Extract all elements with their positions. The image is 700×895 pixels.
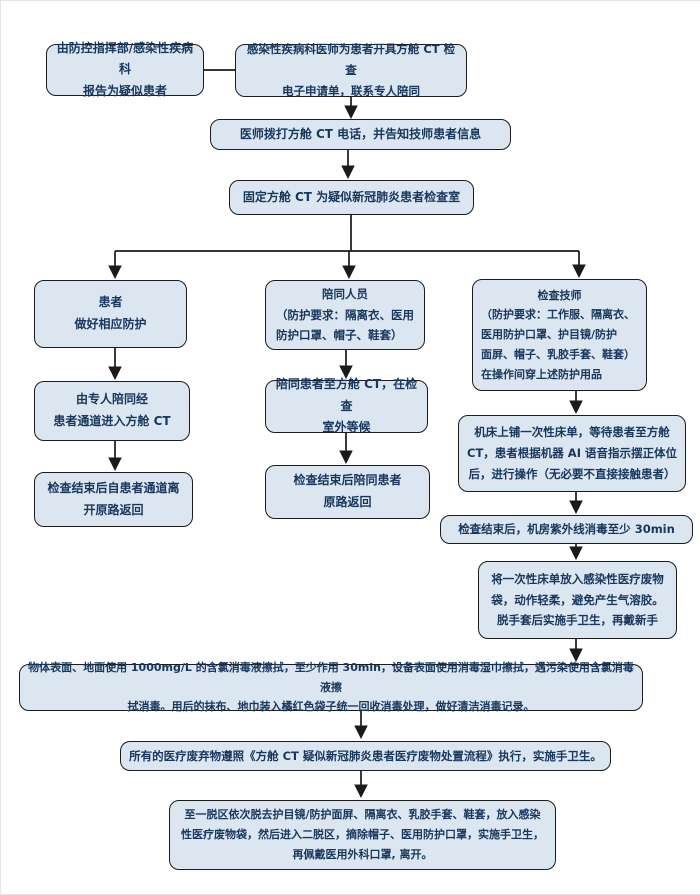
flow-box-patient-role: 患者 做好相应防护 <box>34 280 187 348</box>
flow-box-tech-operate: 机床上铺一次性床单，等待患者至方舱 CT，患者根据机器 AI 语音指示摆正体位 … <box>458 415 686 492</box>
box-text: 感染性疾病科医师为患者开具方舱 CT 检查 电子申请单，联系专人陪同 <box>246 42 456 98</box>
flow-box-report-suspected: 由防控指挥部/感染性疾病科 报告为疑似患者 <box>46 41 204 98</box>
box-text: 陪同患者至方舱 CT，在检查 室外等候 <box>275 377 418 435</box>
flow-box-doffing-procedure: 至一脱区依次脱去护目镜/防护面屏、隔离衣、乳胶手套、鞋套，放入感染 性医疗废物袋… <box>169 800 556 870</box>
box-text: 固定方舱 CT 为疑似新冠肺炎患者检查室 <box>242 189 461 204</box>
flow-box-sheet-disposal: 将一次性床单放入感染性医疗废物 袋，动作轻柔，避免产生气溶胶。 脱手套后实施手卫… <box>478 561 677 639</box>
box-text: 患者 做好相应防护 <box>74 295 147 331</box>
flow-box-escort-return: 检查结束后陪同患者 原路返回 <box>265 465 430 519</box>
flow-box-fixed-room: 固定方舱 CT 为疑似新冠肺炎患者检查室 <box>229 180 474 215</box>
flow-box-surface-disinfection: 物体表面、地面使用 1000mg/L 的含氯消毒液擦拭，至少作用 30min，设… <box>19 661 643 713</box>
flow-box-medical-waste: 所有的医疗废弃物遵照《方舱 CT 疑似新冠肺炎患者医疗废物处置流程》执行，实施手… <box>120 741 611 771</box>
box-text: 机床上铺一次性床单，等待患者至方舱 CT，患者根据机器 AI 语音指示摆正体位 … <box>467 425 677 481</box>
flow-box-patient-enter: 由专人陪同经 患者通道进入方舱 CT <box>34 381 190 441</box>
box-text: 检查结束后，机房紫外线消毒至少 30min <box>458 522 675 537</box>
box-text: 检查结束后自患者通道离 开原路返回 <box>47 480 180 517</box>
box-text: （防护要求：工作服、隔离衣、 医用防护口罩、护目镜/防护 面屏、帽子、乳胶手套、… <box>481 308 635 381</box>
flow-box-escort-role: 陪同人员 （防护要求：隔离衣、医用 防护口罩、帽子、鞋套） <box>265 280 425 350</box>
flow-box-uv-disinfection: 检查结束后，机房紫外线消毒至少 30min <box>440 515 693 544</box>
box-text: （防护要求：隔离衣、医用 防护口罩、帽子、鞋套） <box>276 307 414 343</box>
flow-box-ct-order: 感染性疾病科医师为患者开具方舱 CT 检查 电子申请单，联系专人陪同 <box>235 42 467 98</box>
branch-line <box>115 215 579 252</box>
box-text: 医师拨打方舱 CT 电话，并告知技师患者信息 <box>239 126 482 141</box>
box-text: 将一次性床单放入感染性医疗废物 袋，动作轻柔，避免产生气溶胶。 脱手套后实施手卫… <box>491 571 664 628</box>
box-text: 物体表面、地面使用 1000mg/L 的含氯消毒液擦拭，至少作用 30min，设… <box>28 660 634 714</box>
box-text: 检查结束后陪同患者 原路返回 <box>293 473 402 509</box>
flow-box-patient-leave: 检查结束后自患者通道离 开原路返回 <box>34 472 193 527</box>
box-title: 检查技师 <box>537 288 582 302</box>
box-text: 由专人陪同经 患者通道进入方舱 CT <box>53 392 171 428</box>
box-text: 所有的医疗废弃物遵照《方舱 CT 疑似新冠肺炎患者医疗废物处置流程》执行，实施手… <box>129 748 602 763</box>
flow-box-phone-notify: 医师拨打方舱 CT 电话，并告知技师患者信息 <box>210 119 511 150</box>
flow-box-escort-wait: 陪同患者至方舱 CT，在检查 室外等候 <box>265 377 428 434</box>
box-text: 由防控指挥部/感染性疾病科 报告为疑似患者 <box>56 40 194 98</box>
box-title: 陪同人员 <box>322 286 368 301</box>
flow-box-technician-role: 检查技师 （防护要求：工作服、隔离衣、 医用防护口罩、护目镜/防护 面屏、帽子、… <box>472 279 647 391</box>
box-text: 至一脱区依次脱去护目镜/防护面屏、隔离衣、乳胶手套、鞋套，放入感染 性医疗废物袋… <box>181 808 544 861</box>
